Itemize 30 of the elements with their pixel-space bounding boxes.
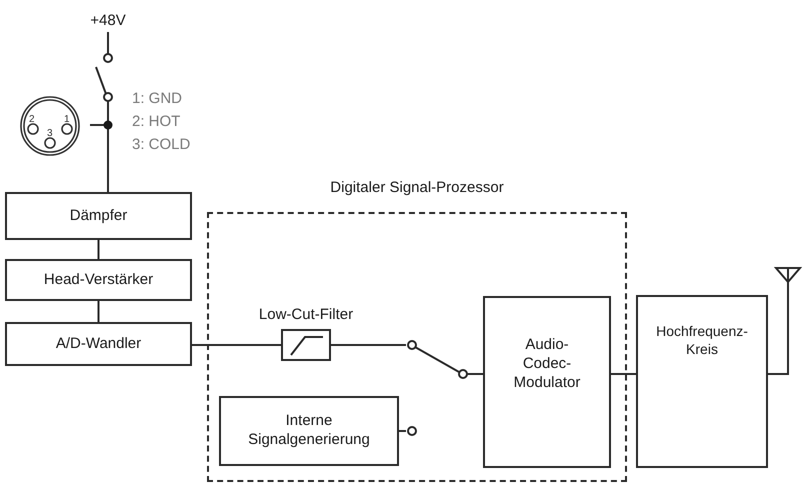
process-box (5, 322, 192, 366)
connector-line (331, 344, 406, 346)
pin-number: 2 (29, 115, 35, 125)
process-box (483, 296, 611, 468)
connector-line (107, 32, 109, 52)
connector-line (470, 373, 483, 375)
pin-assignment-label: 3: COLD (132, 136, 190, 153)
connector-line (98, 301, 100, 322)
process-box (5, 259, 192, 301)
group-heading: Low-Cut-Filter (258, 306, 354, 325)
connector-line (98, 240, 100, 259)
process-box (636, 295, 768, 468)
connector-line (611, 373, 636, 375)
box-label: Audio-Codec-Modulator (512, 336, 582, 392)
box-label: Hochfrequenz-Kreis (655, 323, 749, 358)
box-label: Interne Signalgenerierung (247, 412, 371, 450)
connector-line (399, 430, 406, 432)
pin-number: 3 (47, 129, 53, 139)
pin-number: 1 (64, 115, 70, 125)
process-box (5, 192, 192, 240)
connector-line (768, 300, 789, 375)
box-label: Dämpfer (70, 206, 128, 226)
pin-assignment-label: 2: HOT (132, 113, 180, 130)
process-box (219, 396, 399, 466)
pin-assignment-label: 1: GND (132, 90, 182, 107)
voltage-label: +48V (86, 10, 130, 32)
box-label: Head-Verstärker (44, 270, 154, 290)
box-label: A/D-Wandler (56, 334, 142, 354)
connector-line (192, 344, 281, 346)
group-heading: Digitaler Signal-Prozessor (330, 179, 504, 198)
